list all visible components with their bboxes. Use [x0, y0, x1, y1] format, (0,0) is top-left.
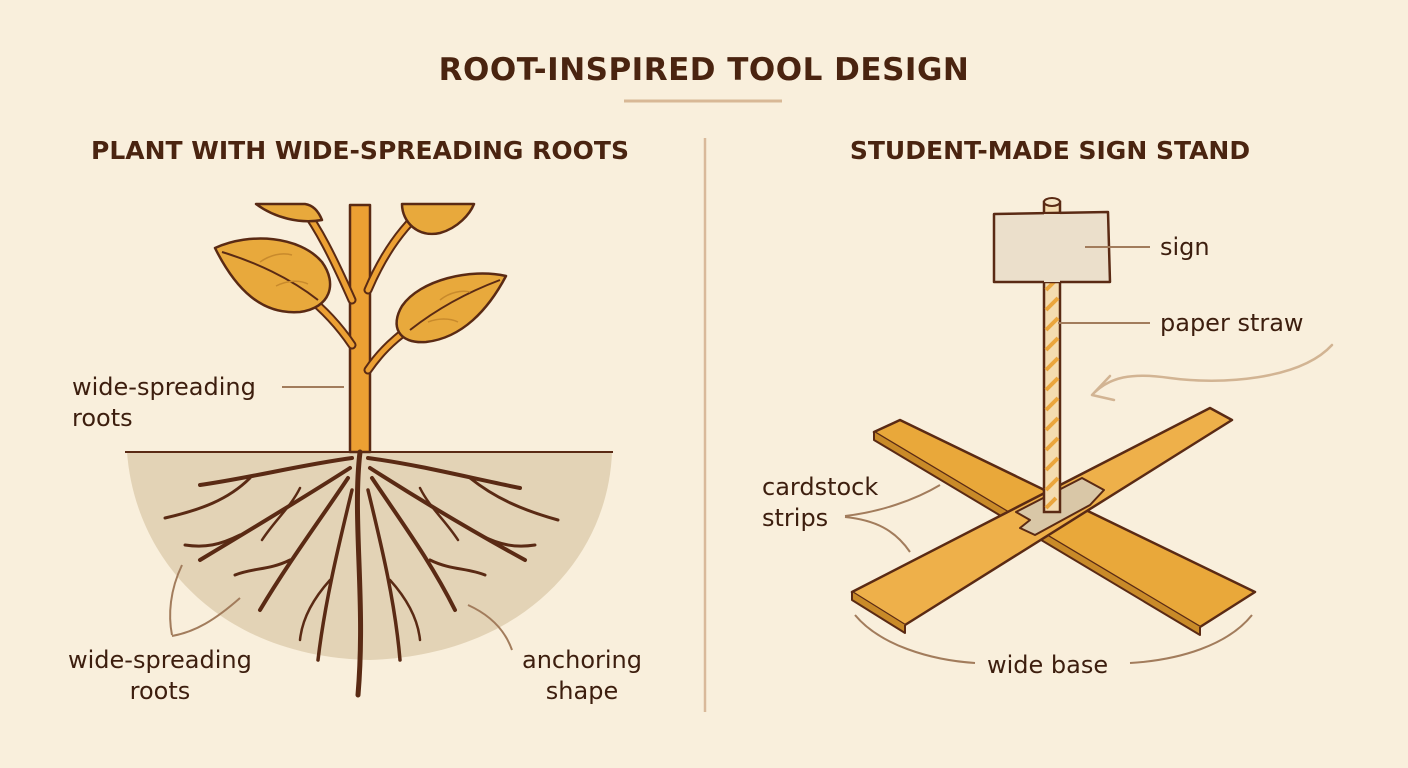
- leader-cardstock-2: [844, 516, 911, 553]
- root-left-3: [258, 476, 350, 612]
- root-system: [163, 449, 560, 698]
- sign-stand-illustration: [844, 197, 1334, 664]
- straw-top: [1043, 197, 1061, 207]
- leaf-right-vein: [409, 279, 501, 331]
- leader-anchoring: [467, 604, 513, 651]
- root-right-4a: [388, 578, 422, 642]
- root-left-2: [198, 466, 352, 562]
- root-left-5: [260, 486, 302, 542]
- root-right-2: [368, 466, 527, 562]
- label-lower-roots: wide-spreading roots: [68, 645, 252, 707]
- label-anchoring-line-2: shape: [545, 677, 619, 705]
- root-right-1a: [468, 476, 560, 522]
- plant-illustration: [125, 202, 613, 698]
- leaf-right: [395, 272, 508, 344]
- root-main: [354, 449, 364, 698]
- cardstock-strip-2-edge: [851, 592, 906, 634]
- leader-lower-roots-2: [171, 597, 241, 637]
- diagram-title: ROOT-INSPIRED TOOL DESIGN: [438, 52, 970, 88]
- plant-stem: [348, 203, 372, 454]
- leaf-left-vein-a: [259, 253, 293, 263]
- leader-wide-base-right: [1129, 614, 1253, 664]
- leaf-right-vein-b: [427, 318, 459, 323]
- label-upper-roots-line-2: roots: [72, 404, 133, 432]
- root-right-3: [370, 476, 457, 612]
- leader-wide-base-left: [854, 614, 976, 664]
- root-right-4: [366, 488, 402, 662]
- leaf-left-vein: [221, 251, 319, 301]
- leaf-left: [213, 237, 332, 314]
- label-paper-straw: paper straw: [1160, 309, 1304, 337]
- label-cardstock-line-1: cardstock: [762, 473, 879, 501]
- root-left-3a: [233, 558, 292, 577]
- label-anchoring-line-1: anchoring: [522, 646, 642, 674]
- label-cardstock-strips: cardstock strips: [762, 472, 878, 534]
- straw-through-sign: [1044, 214, 1060, 282]
- label-cardstock-line-2: strips: [762, 504, 829, 532]
- label-lower-roots-line-2: roots: [129, 677, 191, 705]
- soil-mound: [127, 452, 612, 660]
- root-left-2a: [183, 533, 242, 548]
- left-panel-heading: PLANT WITH WIDE-SPREADING ROOTS: [91, 136, 629, 165]
- root-left-1a: [163, 476, 252, 520]
- root-left-1: [198, 456, 354, 487]
- root-right-5: [418, 486, 460, 542]
- leader-lower-roots-1: [169, 564, 183, 636]
- leaf-left-vein-b: [275, 280, 309, 287]
- label-upper-roots: wide-spreading roots: [72, 372, 256, 434]
- leaf-top-right: [400, 202, 476, 236]
- label-wide-base: wide base: [987, 651, 1109, 679]
- label-sign: sign: [1160, 233, 1210, 261]
- leaf-top-left: [254, 202, 324, 223]
- right-panel-heading: STUDENT-MADE SIGN STAND: [849, 136, 1251, 165]
- root-left-4: [316, 488, 354, 662]
- label-lower-roots-line-1: wide-spreading: [68, 646, 252, 674]
- root-right-2a: [478, 533, 537, 548]
- curved-arrow-head: [1090, 374, 1116, 402]
- straw-stripes: [1044, 276, 1060, 510]
- label-upper-roots-line-1: wide-spreading: [72, 373, 256, 401]
- leader-cardstock-1: [844, 484, 941, 517]
- root-right-1: [366, 456, 522, 490]
- curved-arrow: [1093, 343, 1334, 394]
- leaf-right-vein-a: [439, 290, 471, 301]
- label-anchoring-shape: anchoring shape: [522, 645, 642, 707]
- root-right-3a: [428, 558, 487, 577]
- root-left-4a: [298, 578, 332, 642]
